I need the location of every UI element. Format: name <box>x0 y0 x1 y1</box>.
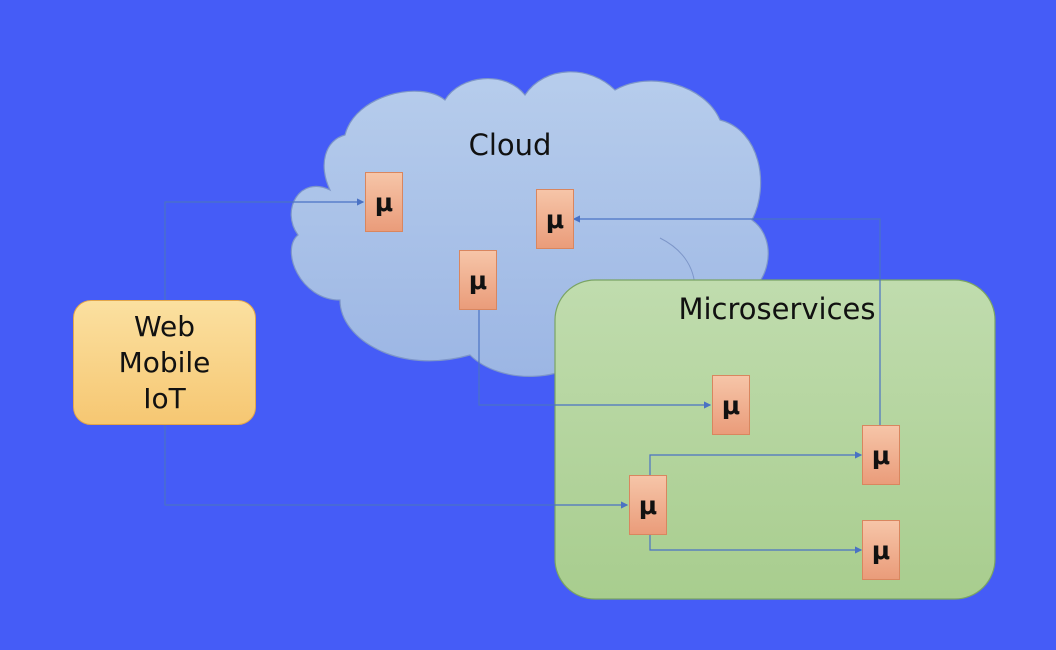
cloud-service-node: μ <box>459 250 497 310</box>
connector-ms-to-cloud-service <box>572 215 881 425</box>
microservices-label: Microservices <box>678 292 876 326</box>
clients-box: Web Mobile IoT <box>73 300 256 425</box>
microservice-node: μ <box>712 375 750 435</box>
cloud-label: Cloud <box>468 128 552 162</box>
microservices-container <box>554 279 996 600</box>
connector-clients-to-cloud-service <box>164 198 365 300</box>
cloud-service-node: μ <box>365 172 403 232</box>
gateway-service-node: μ <box>629 475 667 535</box>
client-iot-label: IoT <box>143 381 186 415</box>
connectors <box>164 198 881 554</box>
connector-gateway-to-lower-service <box>649 535 863 554</box>
microservice-node: μ <box>862 520 900 580</box>
connector-clients-to-gateway-service <box>164 425 629 509</box>
microservice-node: μ <box>862 425 900 485</box>
connector-cloud-to-ms-service <box>478 310 712 409</box>
cloud-service-node: μ <box>536 189 574 249</box>
connector-gateway-to-upper-service <box>649 451 863 475</box>
client-web-label: Web <box>133 309 196 343</box>
client-mobile-label: Mobile <box>118 345 211 379</box>
